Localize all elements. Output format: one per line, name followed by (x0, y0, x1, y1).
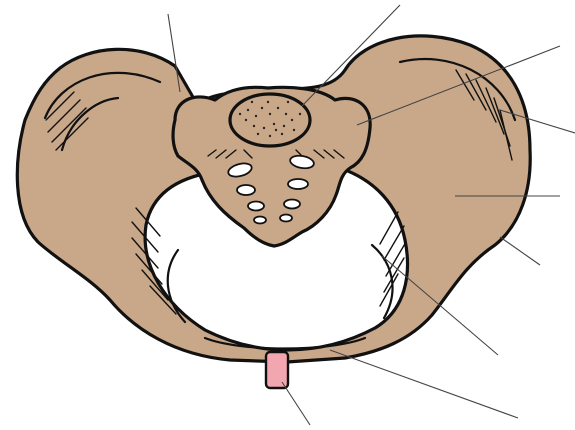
sacral-foramen (288, 179, 308, 189)
sacral-foramen (280, 215, 292, 222)
sacral-foramen (248, 202, 264, 211)
leader-line-pubis (330, 350, 518, 418)
sacral-foramen (254, 217, 266, 224)
leader-line-anterior-spine (500, 237, 540, 265)
sacral-foramen (237, 185, 255, 195)
sacrum (173, 87, 370, 246)
sacral-promontory (230, 94, 310, 146)
leader-line-symphysis (282, 382, 310, 425)
sacral-foramen (284, 200, 300, 209)
pubic-symphysis (266, 352, 288, 388)
